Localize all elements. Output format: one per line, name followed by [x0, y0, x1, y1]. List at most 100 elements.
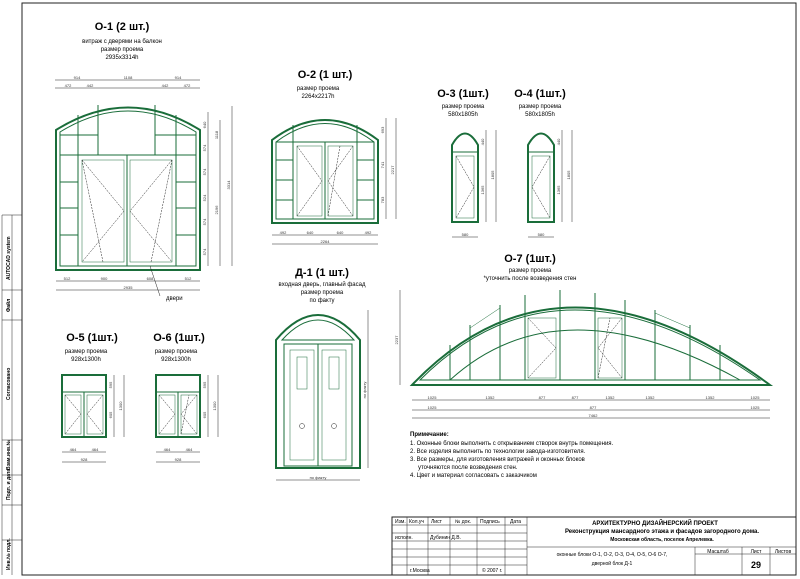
o1-dim-640: 640: [202, 121, 207, 128]
tb-sheet-desc-2: дверной блок Д-1: [592, 560, 633, 567]
tb-city: г.Москва: [410, 568, 430, 574]
o1-dim-442b: 442: [162, 83, 169, 88]
o2-vdim-693: 693: [380, 126, 385, 133]
d1-frame: [275, 314, 361, 469]
window-o7: О-7 (1шт.) размер проема *уточнить после…: [394, 253, 774, 419]
title-block: Изм. Кол.уч Лист № док. Подпись Дата исп…: [391, 516, 797, 576]
o7-bdim-10: 1025: [751, 405, 761, 410]
o5-bdim-464a: 464: [70, 447, 77, 452]
stamp-file: Файл: [5, 299, 12, 312]
o5-vdim-605: 605: [108, 411, 113, 418]
o5-bdim-464b: 464: [92, 447, 99, 452]
o2-bdim-640a: 640: [307, 230, 314, 235]
o6-size: 928x1300h: [161, 357, 191, 363]
o5-vdim-595: 595: [108, 381, 113, 388]
o1-dim-574d: 574: [202, 248, 207, 255]
o7-bdim-8: 1025: [428, 405, 438, 410]
o1-size-label: размер проема: [101, 47, 144, 53]
notes-title: Примечание:: [410, 432, 449, 438]
tb-scale-label: Масштаб: [707, 549, 729, 555]
tb-year: © 2007 г.: [482, 567, 502, 574]
o3-title: О-3 (1шт.): [437, 88, 489, 100]
o7-bdim-7: 1025: [751, 395, 761, 400]
tb-col-sign: Подпись: [480, 519, 500, 525]
notes-line-4: уточняются после возведения стен.: [418, 465, 518, 471]
o5-size-label: размер проема: [65, 349, 108, 355]
o1-size: 2935x3314h: [105, 55, 138, 61]
o6-bdim-928: 928: [175, 457, 182, 462]
d1-size-label: размер проема: [301, 290, 344, 296]
o5-size: 928x1300h: [71, 357, 101, 363]
tb-org: АРХИТЕКТУРНО ДИЗАЙНЕРСКИЙ ПРОЕКТ: [592, 519, 718, 527]
o4-vdim-440: 440: [556, 138, 561, 145]
o1-dim-524: 524: [202, 194, 207, 201]
tb-col-doc: № док.: [455, 519, 471, 525]
window-o6: О-6 (1шт.) размер проема 928x1300h 595 6…: [153, 332, 219, 463]
o1-dim-1118: 1118: [214, 130, 219, 139]
o2-bdim-492b: 492: [365, 230, 372, 235]
o5-bdim-928: 928: [81, 457, 88, 462]
o4-frame: [527, 132, 555, 223]
o5-vdim-1300: 1300: [118, 401, 123, 411]
o2-vdim-741: 741: [380, 161, 385, 168]
stamp-orig-no: Инв.№ подл.: [6, 538, 12, 570]
o1-bdim-512a: 512: [64, 276, 71, 281]
d1-title: Д-1 (1 шт.): [295, 267, 349, 279]
o1-dim-914a: 914: [74, 75, 81, 80]
o3-frame: [451, 132, 479, 223]
o1-bdim-512b: 512: [185, 276, 192, 281]
o6-vdim-595: 595: [202, 381, 207, 388]
stamp-agreed: Согласовано: [6, 368, 12, 400]
o1-dim-442a: 442: [87, 83, 94, 88]
notes-line-1: 1. Оконные блоки выполнить с открыванием…: [410, 441, 614, 447]
window-o2: О-2 (1 шт.) размер проема 2264x2217h 693…: [271, 69, 397, 245]
o3-size: 580x1805h: [448, 112, 478, 118]
o2-vdim-783: 783: [380, 196, 385, 203]
o1-dim-2196: 2196: [214, 205, 219, 215]
tb-location: Московская область, поселок Апрелевка.: [610, 536, 714, 543]
o1-title: О-1 (2 шт.): [95, 21, 150, 33]
tb-executor-name: Дубинин Д.В.: [430, 535, 461, 541]
o5-title: О-5 (1шт.): [66, 332, 118, 344]
o7-title: О-7 (1шт.): [504, 253, 556, 265]
o4-size: 580x1805h: [525, 112, 555, 118]
left-margin-stamp: AUTOCAD system Файл Согласовано Взам.инв…: [1, 214, 22, 575]
o6-bdim-464a: 464: [164, 447, 171, 452]
o1-frame: [55, 106, 201, 271]
o7-bdim-9: 877: [590, 405, 597, 410]
tb-sheet-label: Лист: [751, 549, 763, 555]
o4-vdim-1365: 1365: [556, 185, 561, 195]
o7-bdim-4: 1352: [606, 395, 616, 400]
o1-dim-1108: 1108: [124, 75, 133, 80]
o7-size-label: размер проема: [509, 268, 552, 274]
o1-dim-472b: 472: [184, 83, 191, 88]
o2-bdim-492a: 492: [280, 230, 287, 235]
o1-bdim-900: 900: [101, 276, 108, 281]
o6-title: О-6 (1шт.): [153, 332, 205, 344]
o6-vdim-605: 605: [202, 411, 207, 418]
o1-bdim-2935: 2935: [124, 285, 134, 290]
window-o1: О-1 (2 шт.) витраж с дверями на балкон р…: [55, 21, 233, 302]
door-d1: Д-1 (1 шт.) входная дверь, главный фасад…: [275, 267, 369, 481]
o3-bdim-580: 580: [462, 232, 469, 237]
o1-dim-574b: 574: [202, 168, 207, 175]
d1-bdim: по факту: [310, 475, 327, 480]
o1-dim-574c: 574: [202, 218, 207, 225]
o1-bdim-608: 608: [147, 276, 154, 281]
o1-door-label: двери: [166, 296, 183, 302]
o4-title: О-4 (1шт.): [514, 88, 566, 100]
o6-bdim-464b: 464: [186, 447, 193, 452]
window-o3: О-3 (1шт.) размер проема 580x1805h 440 1…: [437, 88, 497, 238]
stamp-sign-date: Подп. и дата: [6, 469, 12, 500]
stamp-autocad: AUTOCAD system: [6, 236, 12, 280]
o1-dim-472a: 472: [65, 83, 72, 88]
o7-bdim-2: 877: [539, 395, 546, 400]
notes-line-2: 2. Все изделия выполнить по технологии з…: [410, 449, 586, 455]
d1-size: по факту: [309, 298, 334, 304]
o2-title: О-2 (1 шт.): [298, 69, 353, 81]
o7-bdim-0: 1025: [428, 395, 438, 400]
o1-dim-914b: 914: [175, 75, 182, 80]
o7-bdim-6: 1352: [706, 395, 716, 400]
